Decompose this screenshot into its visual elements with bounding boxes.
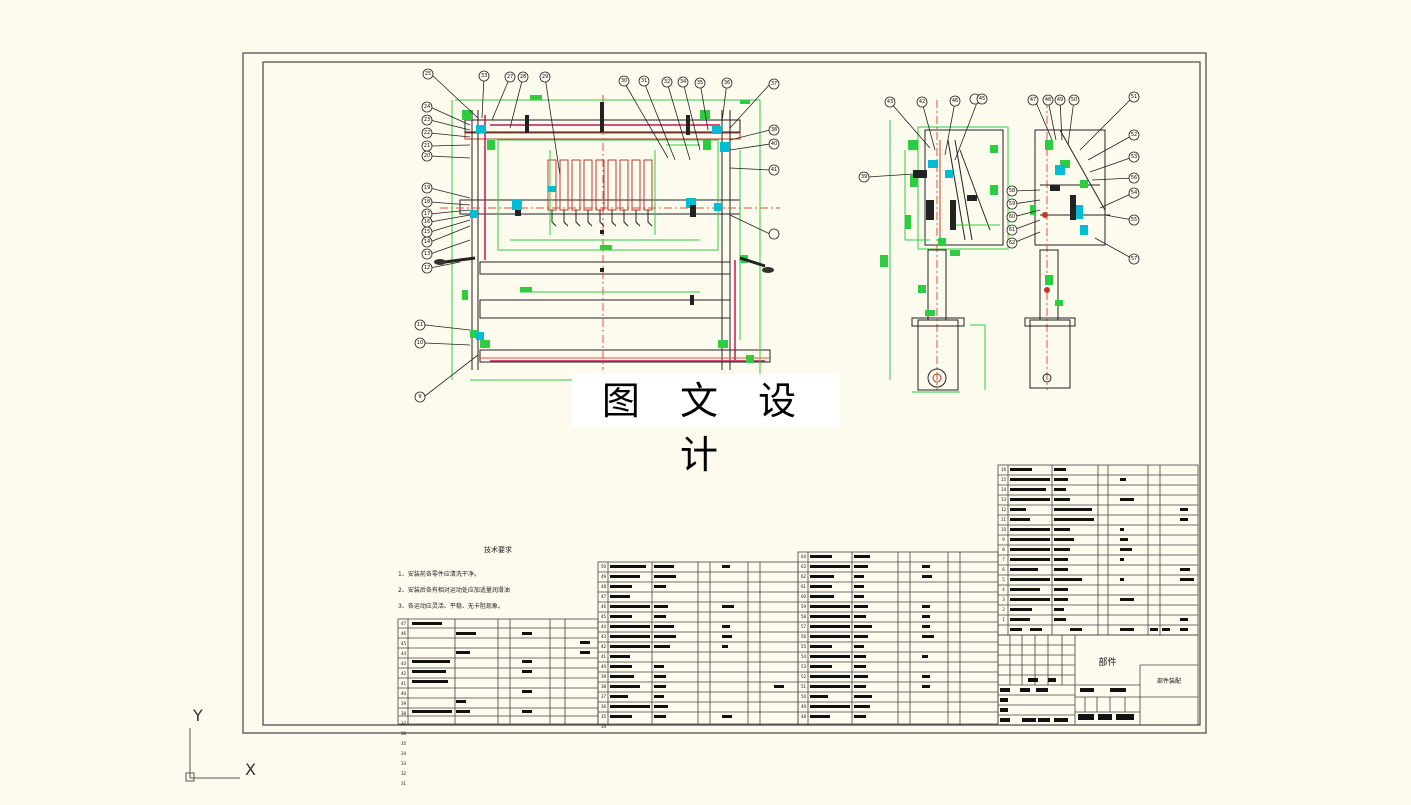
side-view-a [889,100,1009,393]
tech-requirements: 技术要求 1、安装前各零件应清洗干净。 2、安装后各有相对运动处应加适量润滑油 … [398,545,598,610]
title-block-entries [1000,678,1134,722]
bom-table-4 [997,464,1199,636]
side-view-b-details [1030,140,1088,306]
front-view-balloon-circles [414,68,780,403]
bom-table-2-entries [610,565,784,718]
ucs-x-label: X [245,760,256,779]
title-block [997,634,1199,726]
ucs-icon [185,728,240,782]
side-view-b-balloons [1006,91,1140,265]
watermark-banner: 图 文 设 计 [572,374,840,477]
front-view-balloons [424,74,771,397]
side-view-a-balloons [858,93,988,183]
bom-table-1 [397,618,599,725]
side-view-b [1024,100,1110,390]
bom-table-1-entries [412,622,590,713]
sheet-inner-border [262,61,1201,726]
tech-requirement-item-2: 2、安装后各有相对运动处应加适量润滑油 [398,587,510,594]
tech-requirement-item-3: 3、各运动应灵活、平稳、无卡阻现象。 [398,603,504,610]
ucs-y-label: Y [193,706,203,725]
sheet-outer-border [242,52,1207,734]
bom-table-4-entries [1010,468,1194,631]
side-view-a-details [880,140,998,316]
tech-requirements-title: 技术要求 [484,546,512,554]
bom-table-3 [797,551,999,725]
front-view [434,95,780,381]
tech-requirement-item-1: 1、安装前各零件应清洗干净。 [398,571,480,578]
title-block-part-label: 部件 [1098,658,1117,668]
title-block-sub-label: 部件装配 [1156,678,1181,685]
bom-table-3-entries [810,555,934,718]
